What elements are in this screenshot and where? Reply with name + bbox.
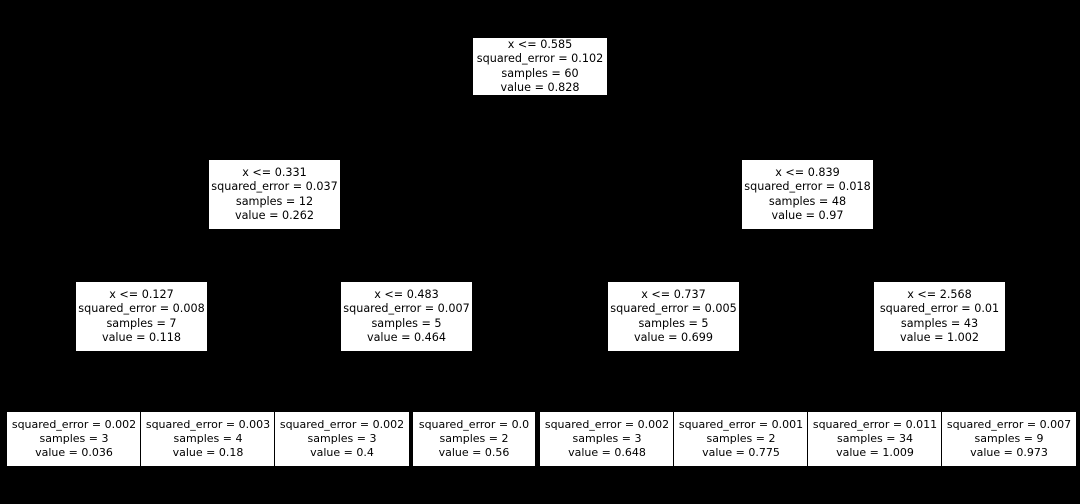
tree-node-squared-error: squared_error = 0.011 xyxy=(812,418,938,431)
tree-node-condition: x <= 0.737 xyxy=(641,288,706,302)
tree-node-value: value = 0.18 xyxy=(172,446,244,459)
tree-node-samples: samples = 4 xyxy=(173,432,243,445)
tree-node-samples: samples = 9 xyxy=(974,432,1044,445)
tree-node-value: value = 1.002 xyxy=(899,330,980,344)
tree-node-value: value = 0.648 xyxy=(568,446,646,459)
tree-node-squared-error: squared_error = 0.002 xyxy=(544,418,670,431)
tree-node-squared-error: squared_error = 0.002 xyxy=(11,418,137,431)
tree-node-squared-error: squared_error = 0.007 xyxy=(946,418,1072,431)
tree-node-samples: samples = 60 xyxy=(501,66,579,80)
tree-node-value: value = 0.262 xyxy=(234,208,315,222)
tree-node-squared-error: squared_error = 0.002 xyxy=(279,418,405,431)
tree-node-value: value = 0.97 xyxy=(771,208,844,222)
tree-node-samples: samples = 2 xyxy=(706,432,776,445)
tree-node-samples: samples = 2 xyxy=(439,432,509,445)
tree-node-value: value = 0.118 xyxy=(101,330,182,344)
tree-node-squared-error: squared_error = 0.008 xyxy=(78,302,205,316)
tree-node-squared-error: squared_error = 0.102 xyxy=(476,52,604,66)
tree-node-condition: x <= 0.585 xyxy=(507,38,573,52)
tree-node-condition: x <= 0.331 xyxy=(242,166,307,180)
tree-node-squared-error: squared_error = 0.01 xyxy=(879,302,1000,316)
tree-node-samples: samples = 34 xyxy=(837,432,913,445)
tree-node-value: value = 0.699 xyxy=(633,330,714,344)
tree-node-condition: x <= 0.483 xyxy=(374,288,439,302)
tree-node-samples: samples = 43 xyxy=(900,316,979,330)
tree-node-squared-error: squared_error = 0.037 xyxy=(211,180,338,194)
tree-node-squared-error: squared_error = 0.018 xyxy=(744,180,871,194)
tree-node-condition: x <= 0.839 xyxy=(775,166,840,180)
tree-node-value: value = 0.036 xyxy=(35,446,113,459)
tree-node-samples: samples = 7 xyxy=(106,316,177,330)
tree-node-squared-error: squared_error = 0.0 xyxy=(418,418,530,431)
tree-node-condition: x <= 0.127 xyxy=(109,288,174,302)
tree-node-samples: samples = 12 xyxy=(235,194,314,208)
tree-node-value: value = 1.009 xyxy=(836,446,914,459)
tree-node-value: value = 0.464 xyxy=(366,330,447,344)
tree-node-squared-error: squared_error = 0.001 xyxy=(678,418,804,431)
tree-node-samples: samples = 3 xyxy=(572,432,642,445)
tree-node-value: value = 0.4 xyxy=(310,446,374,459)
tree-node-value: value = 0.775 xyxy=(702,446,780,459)
tree-node-condition: x <= 2.568 xyxy=(907,288,972,302)
tree-node-samples: samples = 3 xyxy=(307,432,377,445)
tree-node-samples: samples = 48 xyxy=(768,194,847,208)
tree-node-squared-error: squared_error = 0.003 xyxy=(145,418,271,431)
tree-node-squared-error: squared_error = 0.007 xyxy=(343,302,470,316)
tree-node-value: value = 0.56 xyxy=(438,446,510,459)
tree-node-squared-error: squared_error = 0.005 xyxy=(610,302,737,316)
tree-node-samples: samples = 5 xyxy=(638,316,709,330)
tree-node-value: value = 0.973 xyxy=(970,446,1048,459)
tree-node-value: value = 0.828 xyxy=(500,80,580,94)
tree-node-samples: samples = 5 xyxy=(371,316,442,330)
tree-node-samples: samples = 3 xyxy=(39,432,109,445)
